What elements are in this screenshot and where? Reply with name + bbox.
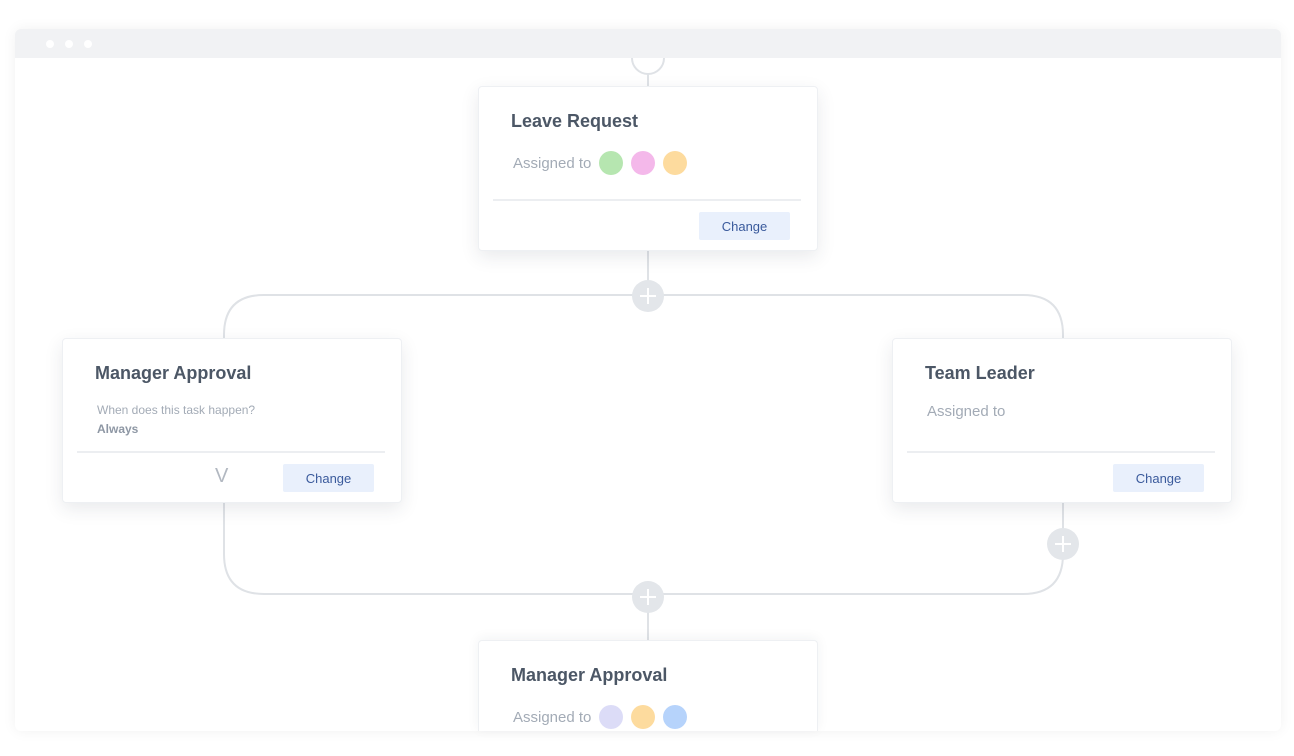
- card-title: Leave Request: [511, 111, 639, 131]
- condition-value: Always: [97, 422, 139, 436]
- add-step-button[interactable]: [632, 280, 664, 312]
- task-card-leave-request[interactable]: Leave Request Assigned to Change: [478, 86, 818, 251]
- card-title: Manager Approval: [95, 363, 252, 383]
- avatar[interactable]: [631, 151, 656, 175]
- card-title: Team Leader: [925, 363, 1035, 383]
- app-window: Leave Request Assigned to Change Manager…: [15, 29, 1281, 731]
- task-card-manager-approval-2[interactable]: Manager Approval Assigned to: [478, 640, 818, 731]
- window-dot[interactable]: [46, 40, 54, 48]
- assigned-row: Assigned to: [927, 403, 1005, 420]
- divider: [493, 199, 801, 201]
- add-step-button[interactable]: [1047, 528, 1079, 560]
- change-button[interactable]: Change: [699, 212, 790, 240]
- assigned-label: Assigned to: [513, 154, 592, 172]
- avatar[interactable]: [663, 705, 688, 729]
- assigned-row: Assigned to: [513, 151, 688, 175]
- avatar[interactable]: [599, 705, 624, 729]
- window-dot[interactable]: [65, 40, 73, 48]
- divider: [77, 451, 385, 453]
- add-step-button[interactable]: [632, 581, 664, 613]
- assigned-label: Assigned to: [927, 403, 1006, 420]
- task-card-manager-approval[interactable]: Manager Approval When does this task hap…: [62, 338, 402, 503]
- condition-question: When does this task happen?: [97, 403, 256, 417]
- workflow-connectors: [223, 57, 1079, 640]
- avatar[interactable]: [631, 705, 656, 729]
- divider: [907, 451, 1215, 453]
- task-card-team-leader[interactable]: Team Leader Assigned to Change: [892, 338, 1232, 503]
- change-button[interactable]: Change: [283, 464, 374, 492]
- add-step-button[interactable]: [631, 57, 665, 75]
- avatar[interactable]: [663, 151, 688, 175]
- window-dot[interactable]: [84, 40, 92, 48]
- assigned-row: Assigned to: [513, 705, 688, 729]
- change-button[interactable]: Change: [1113, 464, 1204, 492]
- chevron-down-icon[interactable]: V: [215, 465, 229, 487]
- assigned-label: Assigned to: [513, 708, 592, 726]
- avatar[interactable]: [599, 151, 624, 175]
- card-title: Manager Approval: [511, 665, 668, 685]
- title-bar: [15, 29, 1281, 58]
